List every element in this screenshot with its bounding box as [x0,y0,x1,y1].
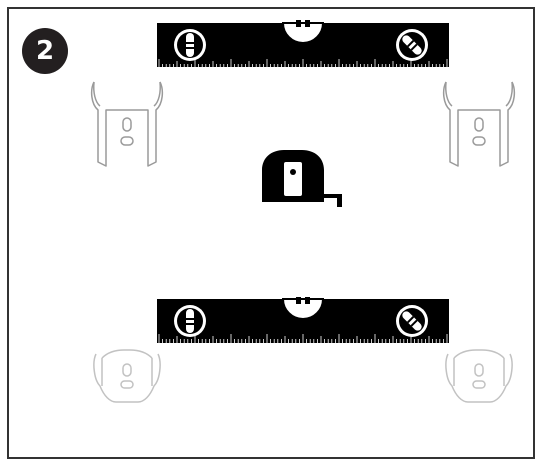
bracket-bottom-right-icon [445,349,513,403]
spirit-level-top-icon [157,20,449,68]
spirit-level-bottom-icon [157,297,449,343]
bracket-bottom-left-icon [93,349,161,403]
tape-measure-icon [262,150,342,207]
bracket-top-left-icon [90,81,164,167]
diagram-frame [7,7,535,459]
step-number-badge: 2 [22,28,68,74]
bracket-top-right-icon [442,81,516,167]
